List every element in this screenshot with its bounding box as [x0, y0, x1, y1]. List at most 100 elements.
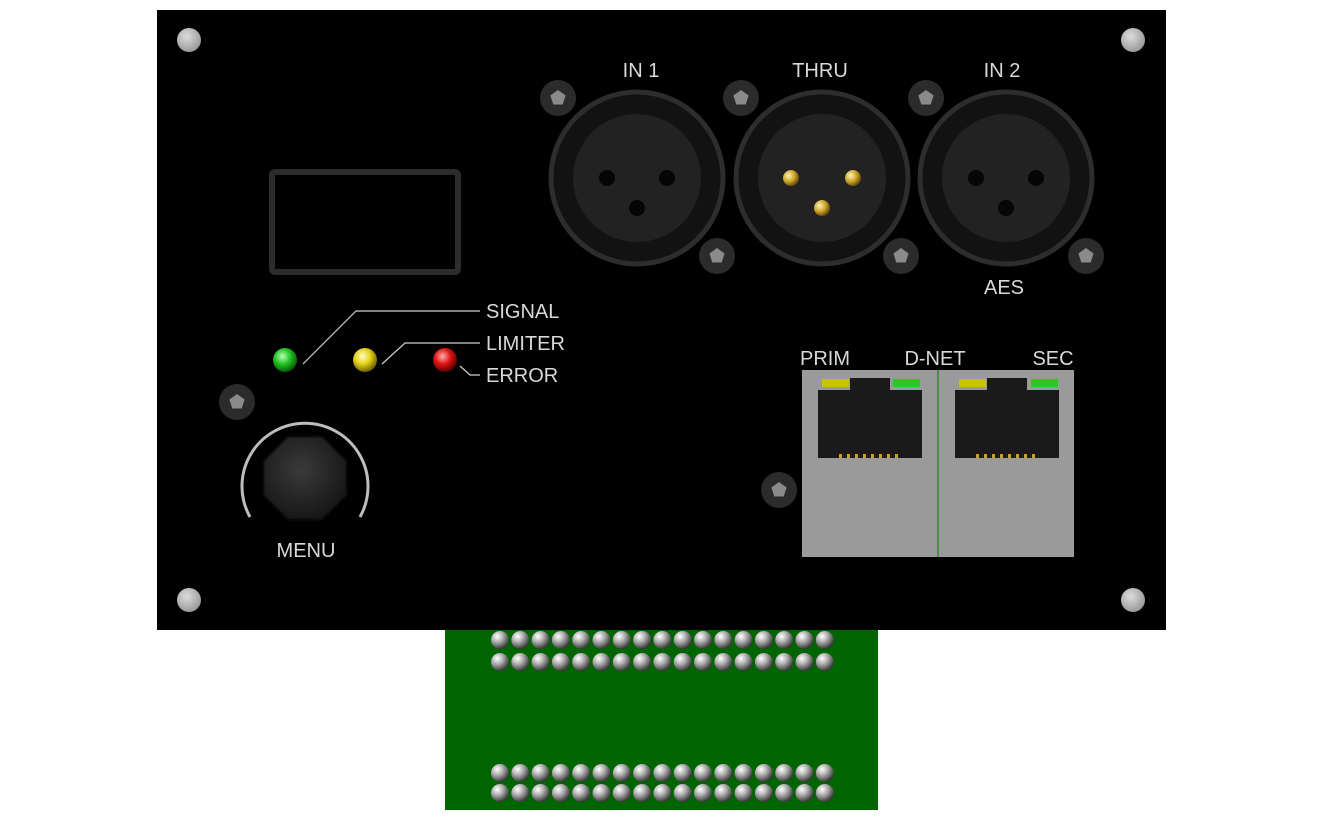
pcb-pin-icon: [714, 784, 733, 802]
pcb-pin-icon: [551, 631, 570, 649]
pcb-pin-icon: [734, 653, 753, 671]
pcb-pin-icon: [653, 784, 672, 802]
pcb-pin-icon: [551, 784, 570, 802]
hex-screw-icon: [540, 80, 576, 116]
pcb-pin-icon: [815, 653, 834, 671]
rj45-contact: [1032, 454, 1035, 458]
rj45-contact: [992, 454, 995, 458]
screw-icon: [177, 588, 201, 612]
screw-icon: [177, 28, 201, 52]
thru-label: THRU: [792, 60, 848, 82]
menu-rotary-knob-icon[interactable]: [262, 435, 348, 521]
pcb-pin-icon: [491, 764, 509, 782]
hex-screw-icon: [219, 384, 255, 420]
pcb-pin-icon: [612, 631, 631, 649]
pcb-pin-icon: [673, 764, 692, 782]
pcb-pin-icon: [714, 764, 733, 782]
xlr-in1-connector[interactable]: [548, 89, 726, 267]
limiter-led-icon: [353, 348, 377, 372]
hex-screw-icon: [761, 472, 797, 508]
pcb-pin-icon: [673, 784, 692, 802]
error-led-icon: [433, 348, 457, 372]
pcb-pin-icon: [694, 764, 712, 782]
aes-label: AES: [984, 277, 1024, 299]
rj45-contact: [887, 454, 890, 458]
rj45-contact: [871, 454, 874, 458]
rj45-contact: [895, 454, 898, 458]
pcb-pin-icon: [572, 631, 591, 649]
rj45-contact: [1000, 454, 1003, 458]
hex-screws: [219, 80, 1104, 508]
screw-icon: [1121, 28, 1145, 52]
hex-screw-icon: [1068, 238, 1104, 274]
prim-label: PRIM: [800, 348, 850, 370]
pcb-pin-icon: [754, 764, 773, 782]
pcb-pin-icon: [734, 631, 753, 649]
rj45-contact: [855, 454, 858, 458]
pcb-pin-icon: [795, 764, 814, 782]
pcb-pin-icon: [511, 631, 530, 649]
rj45-contact: [1016, 454, 1019, 458]
pcb-pin-icon: [633, 764, 652, 782]
pcb-pin-icon: [734, 764, 753, 782]
pcb-pin-icon: [754, 653, 773, 671]
pcb-pin-icon: [572, 764, 591, 782]
pcb-pin-icon: [714, 631, 733, 649]
pcb-pin-icon: [531, 653, 550, 671]
pcb-pin-icon: [673, 653, 692, 671]
pcb-pin-icon: [592, 631, 611, 649]
signal-label: SIGNAL: [486, 301, 559, 323]
pcb-pin-icon: [673, 631, 692, 649]
pcb-pin-icon: [511, 653, 530, 671]
rj45-contact: [976, 454, 979, 458]
pcb-pin-icon: [531, 764, 550, 782]
limiter-label: LIMITER: [486, 333, 565, 355]
pcb-pin-icon: [511, 784, 530, 802]
pcb-pin-icon: [511, 764, 530, 782]
pcb-pin-icon: [491, 631, 509, 649]
pcb-pin-icon: [572, 653, 591, 671]
sec-label: SEC: [1032, 348, 1073, 370]
pcb-pin-icon: [633, 631, 652, 649]
error-leader-line: [459, 365, 480, 376]
screw-icon: [1121, 588, 1145, 612]
pcb-pin-icon: [754, 631, 773, 649]
hex-screw-icon: [883, 238, 919, 274]
pcb-pin-icon: [734, 784, 753, 802]
menu-label: MENU: [277, 540, 336, 562]
pcb-pin-header: [491, 631, 834, 802]
pcb-pin-icon: [572, 784, 591, 802]
pcb-pin-icon: [653, 653, 672, 671]
rj45-contact: [863, 454, 866, 458]
pcb-pin-icon: [795, 784, 814, 802]
sec-activity-led-icon: [1031, 379, 1058, 387]
limiter-leader-line: [381, 342, 480, 365]
pcb-pin-icon: [612, 784, 631, 802]
rj45-contact: [1008, 454, 1011, 458]
prim-link-led-icon: [822, 379, 849, 387]
pcb-pin-icon: [491, 653, 509, 671]
pcb-pin-icon: [612, 764, 631, 782]
xlr-in2-connector[interactable]: [917, 89, 1095, 267]
knob-ring: [240, 421, 370, 518]
rj45-contact: [839, 454, 842, 458]
xlr-thru-connector[interactable]: [733, 89, 911, 267]
rj45-contact: [984, 454, 987, 458]
pcb-pin-icon: [775, 653, 794, 671]
pcb-pin-icon: [815, 784, 834, 802]
pcb-pin-icon: [592, 653, 611, 671]
pcb-pin-icon: [551, 764, 570, 782]
pcb-pin-icon: [775, 784, 794, 802]
pcb-pin-icon: [815, 764, 834, 782]
rj45-prim-port-icon[interactable]: [818, 378, 922, 458]
rj45-contact: [1024, 454, 1027, 458]
signal-led-icon: [273, 348, 297, 372]
rj45-sec-port-icon[interactable]: [955, 378, 1059, 458]
rj45-contact: [879, 454, 882, 458]
pcb-pin-icon: [714, 653, 733, 671]
hex-screw-icon: [908, 80, 944, 116]
pcb-pin-icon: [531, 784, 550, 802]
pcb-pin-icon: [491, 784, 509, 802]
pcb-pin-icon: [653, 764, 672, 782]
